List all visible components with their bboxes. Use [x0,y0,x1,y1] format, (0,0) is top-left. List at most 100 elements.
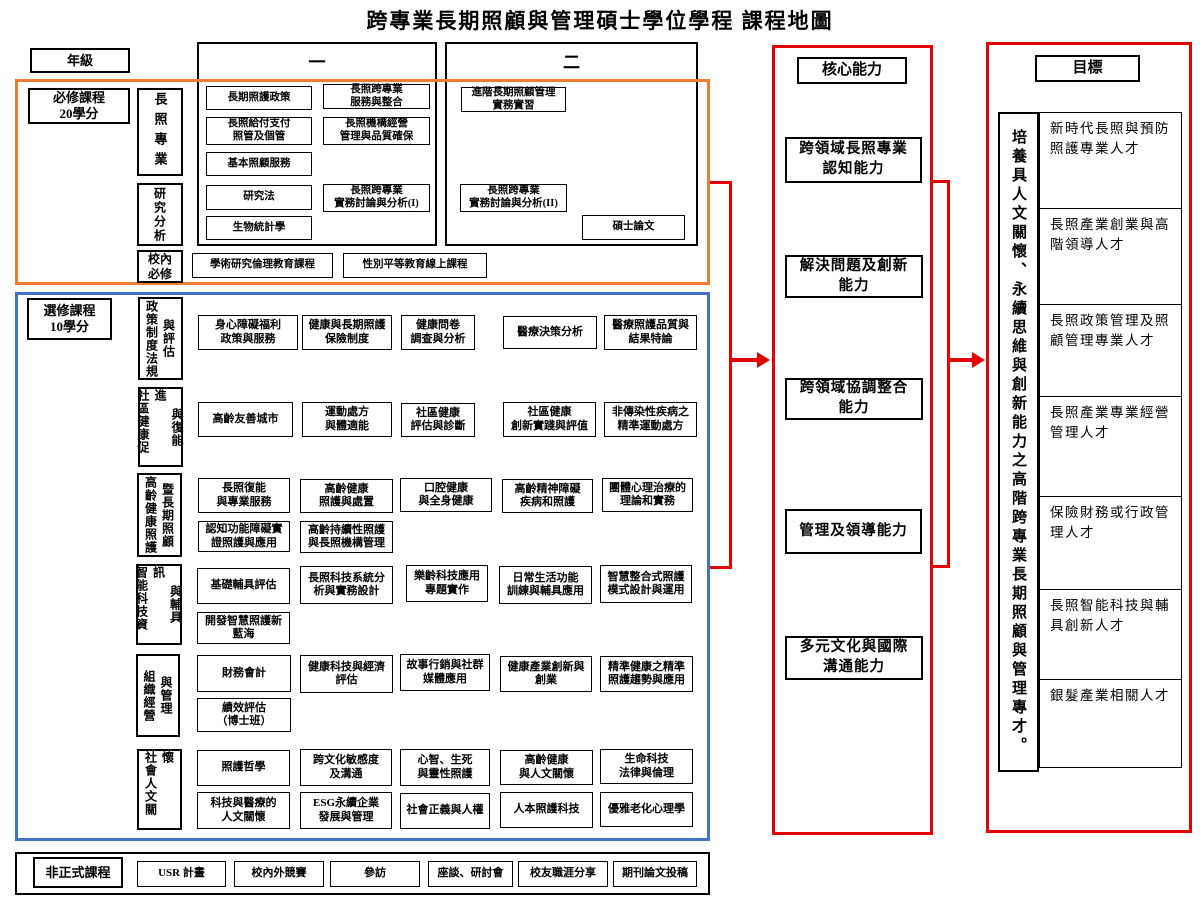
goal-cell: 長照產業創業與高階領導人才 [1040,208,1181,304]
course-box: 認知功能障礙實 證照護與應用 [198,521,290,552]
category-label: 智能科技資訊 [134,566,166,631]
course-box: 健康科技與經濟 評估 [300,655,393,693]
category-label: 社會人文關懷 [143,751,175,816]
course-box: 高齡精神障礙 疾病和照護 [502,479,593,513]
course-box: 碩士論文 [582,215,685,240]
course-box: 長期照護政策 [206,86,312,110]
category-research-analysis: 研究分析 [137,183,183,246]
course-box: 照護哲學 [197,750,290,786]
informal-item: 校友職涯分享 [518,861,608,887]
course-box: 口腔健康 與全身健康 [400,478,492,512]
course-box: 性別平等教育線上課程 [343,253,487,278]
goal-cell: 長照產業專業經營管理人才 [1040,396,1181,496]
course-box: 基本照顧服務 [206,152,312,176]
goals-vertical-statement-box: 培養具人文關懷、永續思維與創新能力之高階跨專業長期照顧與管理專才。 [998,112,1039,772]
course-box: 長照跨專業 實務討論與分析(I) [323,184,430,212]
course-box: 生命科技 法律與倫理 [600,749,693,784]
category-school-required: 校內 必修 [137,250,183,283]
course-box: 心智、生死 與靈性照護 [400,749,490,786]
informal-item: 座談、研討會 [428,861,513,887]
course-box: 跨文化敏感度 及溝通 [300,749,392,786]
competencies-heading-box: 核心能力 [797,57,907,84]
course-box: 社區健康 評估與診斷 [401,403,475,437]
course-box: 財務會計 [197,655,291,692]
course-box: 長照復能 與專業服務 [198,478,290,513]
course-box: 績效評估 （博士班） [197,698,291,732]
competency-box: 多元文化與國際 溝通能力 [785,636,923,680]
course-box: 學術研究倫理教育課程 [192,253,333,278]
competencies-frame [772,45,933,835]
category-label: 長照專業 [152,92,168,172]
informal-item: 校內外競賽 [234,861,324,887]
course-box: 身心障礙福利 政策與服務 [198,315,298,350]
course-box: 社區健康 創新實踐與評值 [503,402,596,437]
category-sublabel: 與評估 [161,319,176,358]
flow-line [933,180,950,183]
flow-line [729,181,732,569]
course-box: 非傳染性疾病之 精準運動處方 [604,402,697,437]
competency-box: 跨領域協調整合 能力 [785,378,923,420]
course-box: 運動處方 與體適能 [302,402,392,437]
course-box: 生物統計學 [206,216,312,240]
category-policy-law: 政策制度法規 與評估 [138,297,183,380]
flow-line [947,180,950,568]
course-box: 進階長期照顧管理 實務實習 [461,87,566,112]
course-box: 高齡健康 與人文關懷 [500,750,593,785]
competency-box: 解決問題及創新 能力 [785,255,923,298]
category-elder-health: 高齡健康照護 暨長期照顧 [137,473,182,557]
course-box: 長照給付支付 照管及個管 [206,117,312,145]
goal-cell: 銀髮產業相關人才 [1040,679,1181,767]
goal-cell: 長照政策管理及照顧管理專業人才 [1040,304,1181,396]
course-box: 長照科技系統分 析與實務設計 [300,566,393,604]
course-box: ESG永續企業 發展與管理 [300,792,392,829]
goal-cell: 長照智能科技與輔具創新人才 [1040,589,1181,679]
informal-frame [15,852,710,895]
flow-arrow-shaft [729,358,758,362]
goals-frame [986,42,1192,833]
course-box: 團體心理治療的 理論和實務 [602,478,693,512]
course-box: 精準健康之精準 照護趨勢與應用 [600,656,693,692]
goals-heading-box: 目標 [1035,55,1140,82]
goals-table: 新時代長照與預防照護專業人才 長照產業創業與高階領導人才 長照政策管理及照顧管理… [1039,112,1182,768]
competency-box: 跨領域長照專業 認知能力 [785,137,922,183]
course-box: 醫療照護品質與 結果特論 [604,315,697,350]
competency-box: 管理及領導能力 [785,509,922,554]
course-box: 高齡健康 照護與處置 [300,479,393,513]
category-label: 高齡健康照護 [143,476,158,554]
course-box: 故事行銷與社群 媒體應用 [400,654,490,691]
course-box: 長照機構經營 管理與品質確保 [323,117,430,145]
informal-heading-box: 非正式課程 [33,857,123,888]
year2-header: 二 [563,53,580,72]
category-sublabel: 與復能 [170,407,184,447]
flow-line [933,565,950,568]
course-box: 研究法 [206,185,312,210]
course-box: 長照跨專業 服務與整合 [323,84,430,109]
flow-arrowhead [972,352,985,368]
course-box: 優雅老化心理學 [600,792,693,827]
category-community-health: 社區健康促進 與復能 [136,387,184,467]
course-box: 樂齡科技應用 專題實作 [406,565,488,602]
goal-cell: 新時代長照與預防照護專業人才 [1050,121,1170,157]
elective-frame [15,292,710,841]
category-label: 社區健康促進 [136,389,167,454]
category-smart-tech: 智能科技資訊 與輔具 [134,564,183,645]
category-sublabel: 與管理 [159,676,173,715]
category-humanistic-care: 社會人文關懷 [137,749,182,830]
course-box: 健康問卷 調查與分析 [401,315,475,350]
course-box: 智慧整合式照護 模式設計與運用 [600,565,692,603]
course-box: 基礎輔具評估 [197,568,290,604]
category-label: 研究分析 [152,186,167,243]
category-sublabel: 暨長期照顧 [160,482,175,548]
goal-cell: 保險財務或行政管理人才 [1040,496,1181,589]
course-box: 人本照護科技 [500,792,593,828]
grade-label-box: 年級 [30,48,130,73]
goals-vertical-statement: 培養具人文關懷、永續思維與創新能力之高階跨專業長期照顧與管理專才。 [1010,128,1026,756]
informal-item: USR 計畫 [137,861,226,887]
flow-arrowhead [757,352,770,368]
flow-line [710,181,732,184]
required-heading-box: 必修課程 20學分 [28,88,130,124]
informal-item: 參訪 [330,861,420,887]
elective-heading-box: 選修課程 10學分 [27,298,112,340]
course-box: 健康產業創新與 創業 [500,656,592,692]
